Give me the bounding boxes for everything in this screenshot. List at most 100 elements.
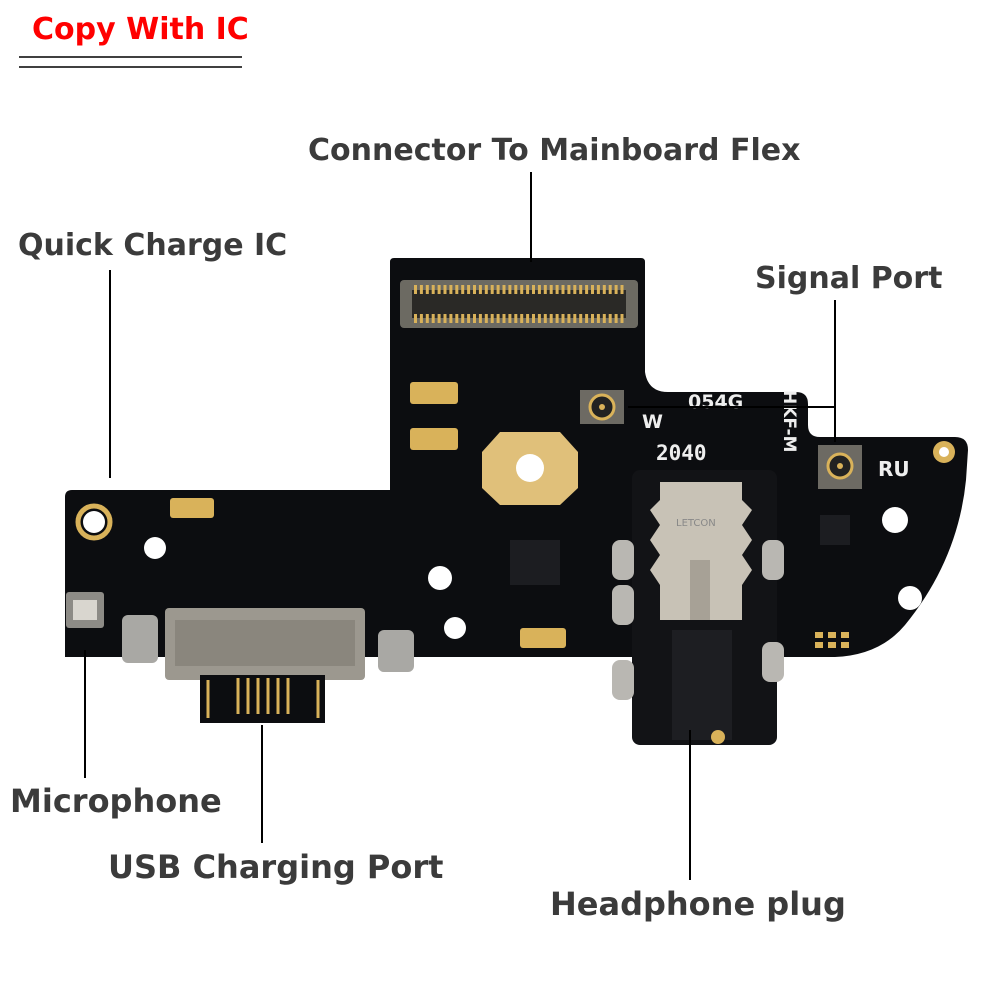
silk-code: 054G	[688, 391, 743, 413]
connector-pin	[461, 314, 465, 323]
connector-pin	[461, 285, 465, 294]
connector-pin	[484, 285, 488, 294]
silk-model: HKF-M	[779, 390, 799, 452]
label-usb-charging-port: USB Charging Port	[108, 848, 444, 886]
connector-pin	[620, 314, 624, 323]
connector-pin	[502, 285, 506, 294]
connector-pin	[585, 285, 589, 294]
connector-pin	[419, 314, 423, 323]
hole	[882, 507, 908, 533]
hole	[898, 586, 922, 610]
connector-pin	[478, 285, 482, 294]
quick-charge-chip	[510, 540, 560, 585]
connector-pin	[602, 285, 606, 294]
connector-pin	[508, 285, 512, 294]
connector-pin	[561, 314, 565, 323]
connector-pin	[443, 314, 447, 323]
hole	[444, 617, 466, 639]
silk-region: RU	[878, 457, 910, 481]
connector-pin	[526, 314, 530, 323]
connector-pin	[514, 314, 518, 323]
connector-pin	[537, 314, 541, 323]
connector-pin	[414, 314, 417, 323]
connector-pin	[608, 285, 612, 294]
connector-pin	[579, 314, 583, 323]
connector-pin	[549, 314, 553, 323]
connector-pin	[532, 285, 535, 294]
connector-pin	[443, 285, 447, 294]
connector-pin	[431, 285, 435, 294]
connector-pin	[502, 314, 506, 323]
connector-pin	[543, 285, 547, 294]
connector-pin	[449, 285, 453, 294]
label-signal-port: Signal Port	[755, 261, 943, 296]
connector-pin	[532, 314, 535, 323]
connector-pin	[414, 285, 417, 294]
headphone-jack: LETCON	[612, 470, 784, 745]
pad	[410, 428, 458, 450]
connector-pin	[543, 314, 547, 323]
label-headphone-plug: Headphone plug	[550, 885, 846, 923]
connector-pin	[614, 285, 618, 294]
signal-port-w	[580, 390, 624, 424]
connector-pin	[579, 285, 583, 294]
connector-pin	[526, 285, 530, 294]
connector-pin	[561, 285, 565, 294]
label-quick-charge-ic: Quick Charge IC	[18, 228, 288, 263]
connector-pin	[490, 285, 494, 294]
label-connector: Connector To Mainboard Flex	[308, 133, 801, 168]
hole	[428, 566, 452, 590]
connector-pin	[431, 314, 435, 323]
connector-pin	[455, 285, 459, 294]
board-connector	[400, 280, 638, 328]
connector-pin	[467, 285, 471, 294]
connector-pin	[585, 314, 589, 323]
hole	[144, 537, 166, 559]
leader-lines	[84, 172, 836, 880]
connector-pin	[425, 285, 429, 294]
connector-pin	[449, 314, 453, 323]
pad	[520, 628, 566, 648]
connector-pin	[419, 285, 423, 294]
pad	[410, 382, 458, 404]
connector-pin	[496, 285, 500, 294]
connector-pin	[555, 314, 559, 323]
connector-pin	[602, 314, 606, 323]
small-pads	[815, 632, 849, 648]
connector-pin	[520, 314, 524, 323]
connector-pin	[591, 314, 594, 323]
connector-pin	[520, 285, 524, 294]
connector-pin	[573, 285, 577, 294]
connector-pin	[567, 314, 571, 323]
connector-pin	[425, 314, 429, 323]
connector-pin	[591, 285, 594, 294]
jack-brand: LETCON	[676, 518, 716, 529]
connector-pin	[473, 285, 476, 294]
connector-pin	[614, 314, 618, 323]
connector-pin	[514, 285, 518, 294]
connector-pin	[549, 285, 553, 294]
pad	[170, 498, 214, 518]
silk-w: W	[642, 411, 663, 433]
connector-pin	[437, 314, 441, 323]
connector-pin	[620, 285, 624, 294]
mount-hole	[75, 503, 113, 541]
signal-port-ru	[818, 445, 862, 489]
connector-pin	[508, 314, 512, 323]
copy-with-ic-badge: Copy With IC	[32, 12, 249, 47]
usb-c-port	[122, 608, 414, 723]
connector-pin	[478, 314, 482, 323]
connector-pin	[537, 285, 541, 294]
connector-pin	[596, 314, 600, 323]
connector-pin	[496, 314, 500, 323]
label-microphone: Microphone	[10, 782, 222, 820]
connector-pin	[596, 285, 600, 294]
connector-pin	[555, 285, 559, 294]
connector-pin	[573, 314, 577, 323]
connector-pin	[567, 285, 571, 294]
connector-pin	[490, 314, 494, 323]
connector-pin	[455, 314, 459, 323]
connector-pin	[484, 314, 488, 323]
silk-date: 2040	[656, 441, 707, 465]
